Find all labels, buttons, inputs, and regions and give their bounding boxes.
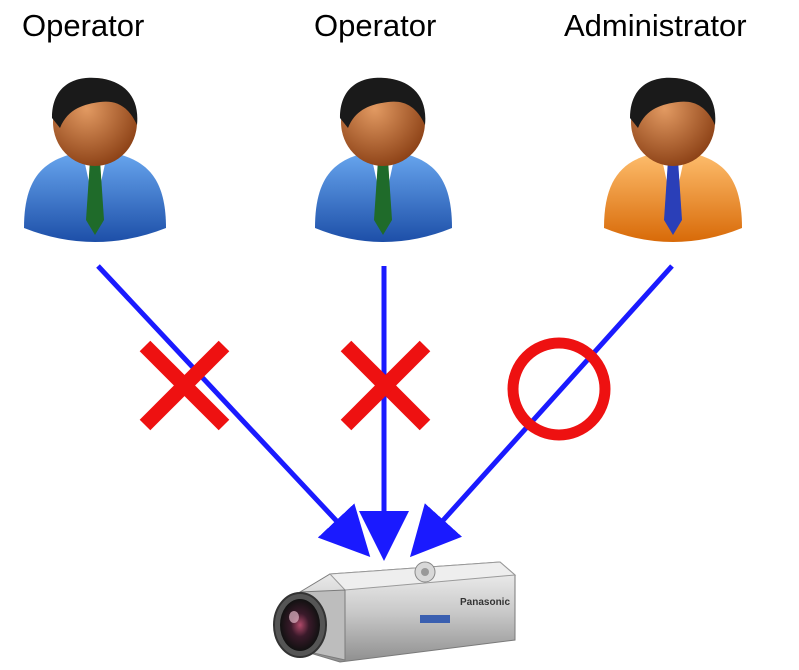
connection-arrow-administrator [409, 264, 674, 558]
role-label-operator-2: Operator [314, 8, 437, 43]
operator-2-user-icon [315, 77, 452, 242]
role-label-administrator: Administrator [564, 8, 747, 43]
denied-cross-mark-1 [139, 340, 230, 431]
network-camera-icon: Panasonic [273, 561, 517, 663]
camera-brand-text: Panasonic [460, 597, 510, 608]
role-label-operator-1: Operator [22, 8, 145, 43]
allowed-circle-mark [507, 337, 611, 441]
operator-1-user-icon [24, 77, 166, 242]
administrator-user-icon [604, 77, 742, 242]
denied-cross-mark-2 [340, 340, 431, 431]
connection-arrow-operator-1 [96, 264, 371, 557]
